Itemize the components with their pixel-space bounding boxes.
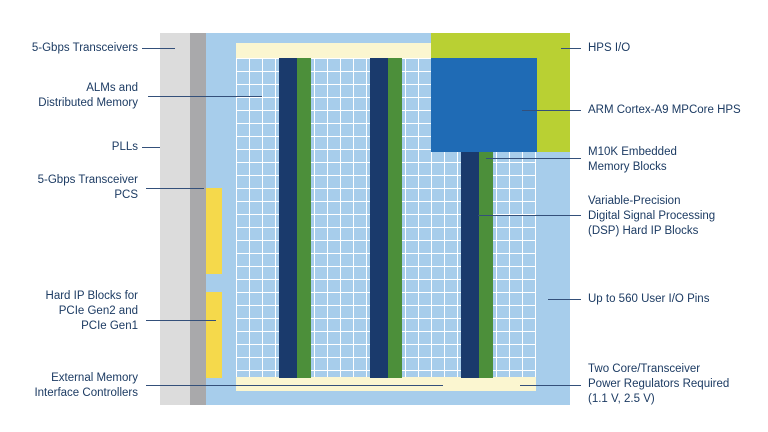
top-io-bar — [236, 43, 436, 58]
label-line: ALMs and — [86, 82, 138, 94]
label-line: PCIe Gen2 and — [58, 305, 138, 317]
leader-line — [146, 320, 216, 321]
label-transceivers: 5-Gbps Transceivers — [32, 41, 138, 56]
transceiver-pcs-block — [206, 188, 222, 274]
label-line: (1.1 V, 2.5 V) — [588, 393, 655, 405]
label-hard-ip: Hard IP Blocks for PCIe Gen2 and PCIe Ge… — [46, 289, 138, 334]
dsp-column-3 — [479, 152, 493, 378]
label-line: Power Regulators Required — [588, 378, 730, 390]
label-line: 5-Gbps Transceiver — [37, 174, 138, 186]
label-line: Digital Signal Processing — [588, 210, 716, 222]
dsp-column-2 — [388, 58, 402, 378]
label-line: Variable-Precision — [588, 195, 681, 207]
leader-line — [478, 215, 581, 216]
label-user-io: Up to 560 User I/O Pins — [588, 292, 709, 307]
m10k-column-1 — [279, 58, 297, 378]
hps-block — [431, 58, 537, 152]
label-plls: PLLs — [112, 140, 138, 155]
leader-line — [548, 299, 581, 300]
leader-line — [148, 96, 262, 97]
label-line: PCIe Gen1 — [81, 320, 138, 332]
label-line: Hard IP Blocks for — [45, 290, 138, 302]
label-line: ARM Cortex-A9 MPCore HPS — [588, 104, 741, 116]
hard-ip-block — [206, 292, 222, 378]
m10k-column-2 — [370, 58, 388, 378]
label-line: Up to 560 User I/O Pins — [588, 293, 710, 305]
label-power-reg: Two Core/Transceiver Power Regulators Re… — [588, 362, 729, 407]
memory-controller-bar — [236, 377, 536, 391]
leader-line — [142, 48, 175, 49]
label-line: Distributed Memory — [38, 97, 138, 109]
leader-line — [522, 110, 581, 111]
label-line: Two Core/Transceiver — [588, 363, 701, 375]
label-dsp: Variable-Precision Digital Signal Proces… — [588, 194, 715, 239]
leader-line — [561, 48, 581, 49]
label-alms: ALMs and Distributed Memory — [38, 81, 138, 111]
dsp-column-1 — [297, 58, 311, 378]
label-line: HPS I/O — [588, 42, 631, 54]
leader-line — [486, 158, 581, 159]
leader-line — [146, 188, 204, 189]
leader-line — [520, 385, 581, 386]
leader-line — [142, 147, 160, 148]
m10k-column-3 — [461, 152, 479, 378]
label-line: Memory Blocks — [588, 161, 667, 173]
leader-line — [146, 385, 443, 386]
label-pcs: 5-Gbps Transceiver PCS — [38, 173, 138, 203]
label-arm-hps: ARM Cortex-A9 MPCore HPS — [588, 103, 741, 118]
pll-strip — [190, 33, 206, 405]
label-line: PLLs — [111, 141, 138, 153]
label-line: External Memory — [51, 372, 138, 384]
label-line: (DSP) Hard IP Blocks — [588, 225, 699, 237]
transceiver-strip — [160, 33, 190, 405]
label-line: Interface Controllers — [34, 387, 138, 399]
label-line: M10K Embedded — [588, 146, 677, 158]
label-m10k: M10K Embedded Memory Blocks — [588, 145, 677, 175]
label-line: 5-Gbps Transceivers — [31, 42, 138, 54]
label-ext-mem: External Memory Interface Controllers — [34, 371, 138, 401]
label-line: PCS — [114, 189, 138, 201]
label-hps-io: HPS I/O — [588, 41, 630, 56]
